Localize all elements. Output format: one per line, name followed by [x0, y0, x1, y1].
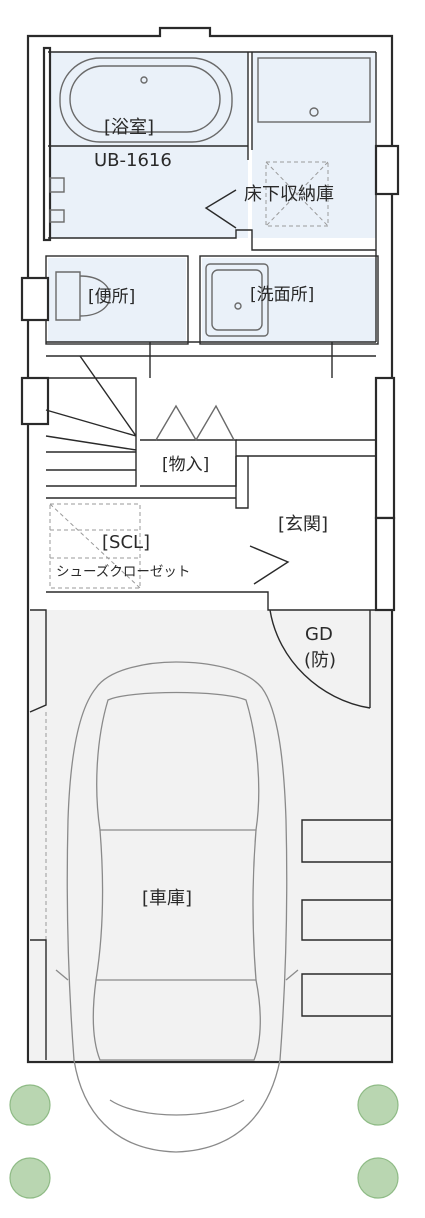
entrance-door — [249, 545, 290, 585]
shoe-closet-full-label: シューズクローゼット — [56, 564, 191, 580]
staircase — [45, 355, 137, 487]
garage-floor — [30, 610, 390, 1060]
underfloor-storage-floor — [252, 52, 376, 238]
tree — [357, 1084, 399, 1126]
car-outline — [55, 661, 299, 1153]
room-label-storage: [物入] — [162, 455, 210, 475]
underfloor-hatch — [265, 161, 329, 227]
tree — [357, 1157, 399, 1199]
tree — [9, 1157, 51, 1199]
toilet-bowl — [55, 271, 81, 321]
garage-door-swing — [269, 609, 371, 709]
room-label-entrance: [玄関] — [278, 514, 329, 535]
garage-door-label: GD — [305, 624, 333, 645]
bathtub — [59, 57, 233, 143]
room-label-toilet: [便所] — [88, 287, 136, 307]
shower-pan — [257, 57, 371, 123]
wash-basin — [205, 263, 269, 337]
washroom-floor — [202, 258, 376, 342]
bath-door — [204, 189, 237, 229]
shoe-closet — [49, 503, 141, 589]
room-label-underfloor: 床下収納庫 — [244, 184, 334, 205]
storage-doors — [155, 404, 235, 441]
tree — [9, 1084, 51, 1126]
unit-bath-label: UB-1616 — [94, 150, 172, 171]
room-label-shoe-closet: [SCL] — [102, 532, 151, 553]
room-label-garage: [車庫] — [142, 888, 193, 909]
garage-door-note: (防) — [304, 650, 337, 671]
room-label-bath: [浴室] — [104, 117, 155, 138]
room-label-washroom: [洗面所] — [250, 285, 315, 305]
bath-floor — [48, 52, 248, 238]
